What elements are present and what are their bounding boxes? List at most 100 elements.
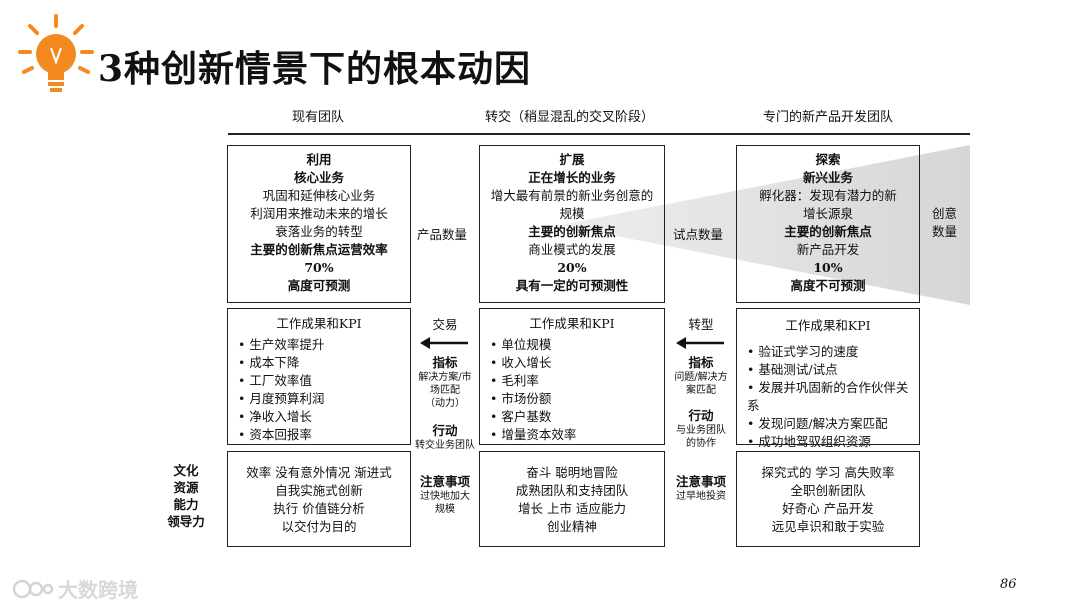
transform-action-desc: 的协作 <box>686 438 716 449</box>
kpi-item: 月度预算利润 <box>238 390 404 408</box>
expand-box: 扩展 正在增长的业务 增大最有前景的新业务创意的 规模 主要的创新焦点 商业模式… <box>479 145 665 303</box>
kpi-item: 资本回报率 <box>238 426 404 444</box>
explore-subheading: 新兴业务 <box>802 170 853 185</box>
expand-subheading: 正在增长的业务 <box>528 170 616 185</box>
caution-desc: 过早地投资 <box>676 491 726 502</box>
product-count-label: 产品数量 <box>417 227 468 242</box>
explore-predictability: 高度不可预测 <box>790 278 866 293</box>
trade-metric-heading: 指标 <box>432 355 458 370</box>
kpi-item: 净收入增长 <box>238 408 404 426</box>
exploit-line: 衰落业务的转型 <box>275 224 363 239</box>
pilot-count-label: 试点数量 <box>673 227 724 242</box>
arrow-left-icon <box>420 337 468 349</box>
culture-line: 执行 价值链分析 <box>273 501 365 516</box>
trade-label: 交易 <box>432 317 458 332</box>
kpi-item: 基础测试/试点 <box>747 361 913 379</box>
kpi-item: 生产效率提升 <box>238 336 404 354</box>
explore-line: 新产品开发 <box>796 242 860 257</box>
explore-line: 增长源泉 <box>802 206 853 221</box>
explore-box: 探索 新兴业务 孵化器：发现有潜力的新 增长源泉 主要的创新焦点 新产品开发 1… <box>736 145 920 303</box>
kpi-item: 增量资本效率 <box>490 426 658 444</box>
kpi-item: 市场份额 <box>490 390 658 408</box>
trade-metric-desc: 场匹配 <box>430 385 460 396</box>
idea-count-label-2: 数量 <box>932 224 958 239</box>
culture-line: 以交付为目的 <box>281 519 357 534</box>
transform-metric-desc: 案匹配 <box>686 385 716 396</box>
trade-action-desc: 转交业务团队 <box>415 440 475 451</box>
explore-focus: 主要的创新焦点 <box>784 224 872 239</box>
kpi-item: 毛利率 <box>490 372 658 390</box>
idea-funnel-wedge <box>560 145 970 305</box>
kpi-item: 成功地驾驭组织资源 <box>747 433 913 451</box>
culture-label-line: 领导力 <box>167 514 205 529</box>
caution-heading: 注意事项 <box>675 474 726 489</box>
top-divider-line <box>228 133 970 135</box>
exploit-heading: 利用 <box>306 152 332 167</box>
kpi-item: 验证式学习的速度 <box>747 343 913 361</box>
kpi-item: 发现问题/解决方案匹配 <box>747 415 913 433</box>
kpi-item: 成本下降 <box>238 354 404 372</box>
trade-metric-desc: （动力） <box>425 398 465 409</box>
culture-line: 增长 上市 适应能力 <box>518 501 626 516</box>
explore-heading: 探索 <box>815 152 841 167</box>
trade-action-heading: 行动 <box>432 423 458 438</box>
culture-label-line: 能力 <box>173 497 199 512</box>
transform-label: 转型 <box>688 317 714 332</box>
expand-line: 商业模式的发展 <box>528 242 616 257</box>
kpi-item: 发展并巩固新的合作伙伴关系 <box>747 379 913 415</box>
watermark-logo-icon <box>12 579 54 598</box>
kpi-item: 收入增长 <box>490 354 658 372</box>
expand-focus: 主要的创新焦点 <box>528 224 616 239</box>
column-heading-new-product-team: 专门的新产品开发团队 <box>763 110 894 125</box>
exploit-line: 巩固和延伸核心业务 <box>262 188 376 203</box>
culture-line: 好奇心 产品开发 <box>782 501 874 516</box>
kpi-item: 单位规模 <box>490 336 658 354</box>
culture-label-line: 文化 <box>173 463 199 478</box>
trade-connector: 交易 指标 解决方案/市 场匹配 （动力） 行动 转交业务团队 <box>414 314 476 452</box>
explore-percent: 10% <box>813 260 843 275</box>
culture-line: 效率 没有意外情况 渐进式 <box>246 465 392 480</box>
kpi-box-left: 工作成果和KPI 生产效率提升 成本下降 工厂效率值 月度预算利润 净收入增长 … <box>227 308 411 445</box>
page-title: 3种创新情景下的根本动因 <box>98 48 532 90</box>
culture-box-middle: 奋斗 聪明地冒险 成熟团队和支持团队 增长 上市 适应能力 创业精神 <box>479 451 665 547</box>
kpi-header: 工作成果和KPI <box>529 316 615 331</box>
idea-count-label-1: 创意 <box>932 206 958 221</box>
culture-row-label: 文化 资源 能力 领导力 <box>166 462 206 530</box>
explore-line: 孵化器：发现有潜力的新 <box>759 188 897 203</box>
exploit-percent: 70% <box>304 260 334 275</box>
caution-desc: 规模 <box>435 504 455 515</box>
kpi-item: 客户基数 <box>490 408 658 426</box>
arrow-left-icon <box>676 337 724 349</box>
exploit-subheading: 核心业务 <box>293 170 344 185</box>
caution-heading: 注意事项 <box>419 474 470 489</box>
column-heading-existing-team: 现有团队 <box>292 110 345 125</box>
kpi-box-right: 工作成果和KPI 验证式学习的速度 基础测试/试点 发展并巩固新的合作伙伴关系 … <box>736 308 920 449</box>
exploit-line: 利润用来推动未来的增长 <box>250 206 388 221</box>
kpi-item: 工厂效率值 <box>238 372 404 390</box>
culture-line: 创业精神 <box>546 519 597 534</box>
expand-line: 增大最有前景的新业务创意的 <box>490 188 654 203</box>
trade-metric-desc: 解决方案/市 <box>418 372 472 383</box>
culture-label-line: 资源 <box>173 480 199 495</box>
watermark-text: 大数跨境 <box>58 578 138 602</box>
culture-line: 奋斗 聪明地冒险 <box>526 465 618 480</box>
culture-box-left: 效率 没有意外情况 渐进式 自我实施式创新 执行 价值链分析 以交付为目的 <box>227 451 411 547</box>
kpi-box-middle: 工作成果和KPI 单位规模 收入增长 毛利率 市场份额 客户基数 增量资本效率 <box>479 308 665 445</box>
caution-right: 注意事项 过早地投资 <box>668 471 734 503</box>
exploit-predictability: 高度可预测 <box>287 278 351 293</box>
column-heading-handover: 转交（稍显混乱的交叉阶段） <box>485 110 655 125</box>
expand-line: 规模 <box>559 206 585 221</box>
caution-desc: 过快地加大 <box>420 491 470 502</box>
caution-left: 注意事项 过快地加大 规模 <box>414 471 476 516</box>
transform-metric-heading: 指标 <box>688 355 714 370</box>
culture-line: 探究式的 学习 高失败率 <box>761 465 895 480</box>
culture-line: 自我实施式创新 <box>275 483 363 498</box>
watermark: 大数跨境 <box>12 574 138 603</box>
expand-percent: 20% <box>557 260 587 275</box>
page-number: 86 <box>1000 577 1017 592</box>
exploit-box: 利用 核心业务 巩固和延伸核心业务 利润用来推动未来的增长 衰落业务的转型 主要… <box>227 145 411 303</box>
transform-metric-desc: 问题/解决方 <box>674 372 728 383</box>
culture-line: 成熟团队和支持团队 <box>515 483 629 498</box>
kpi-header: 工作成果和KPI <box>276 316 362 331</box>
transform-action-desc: 与业务团队 <box>676 425 726 436</box>
